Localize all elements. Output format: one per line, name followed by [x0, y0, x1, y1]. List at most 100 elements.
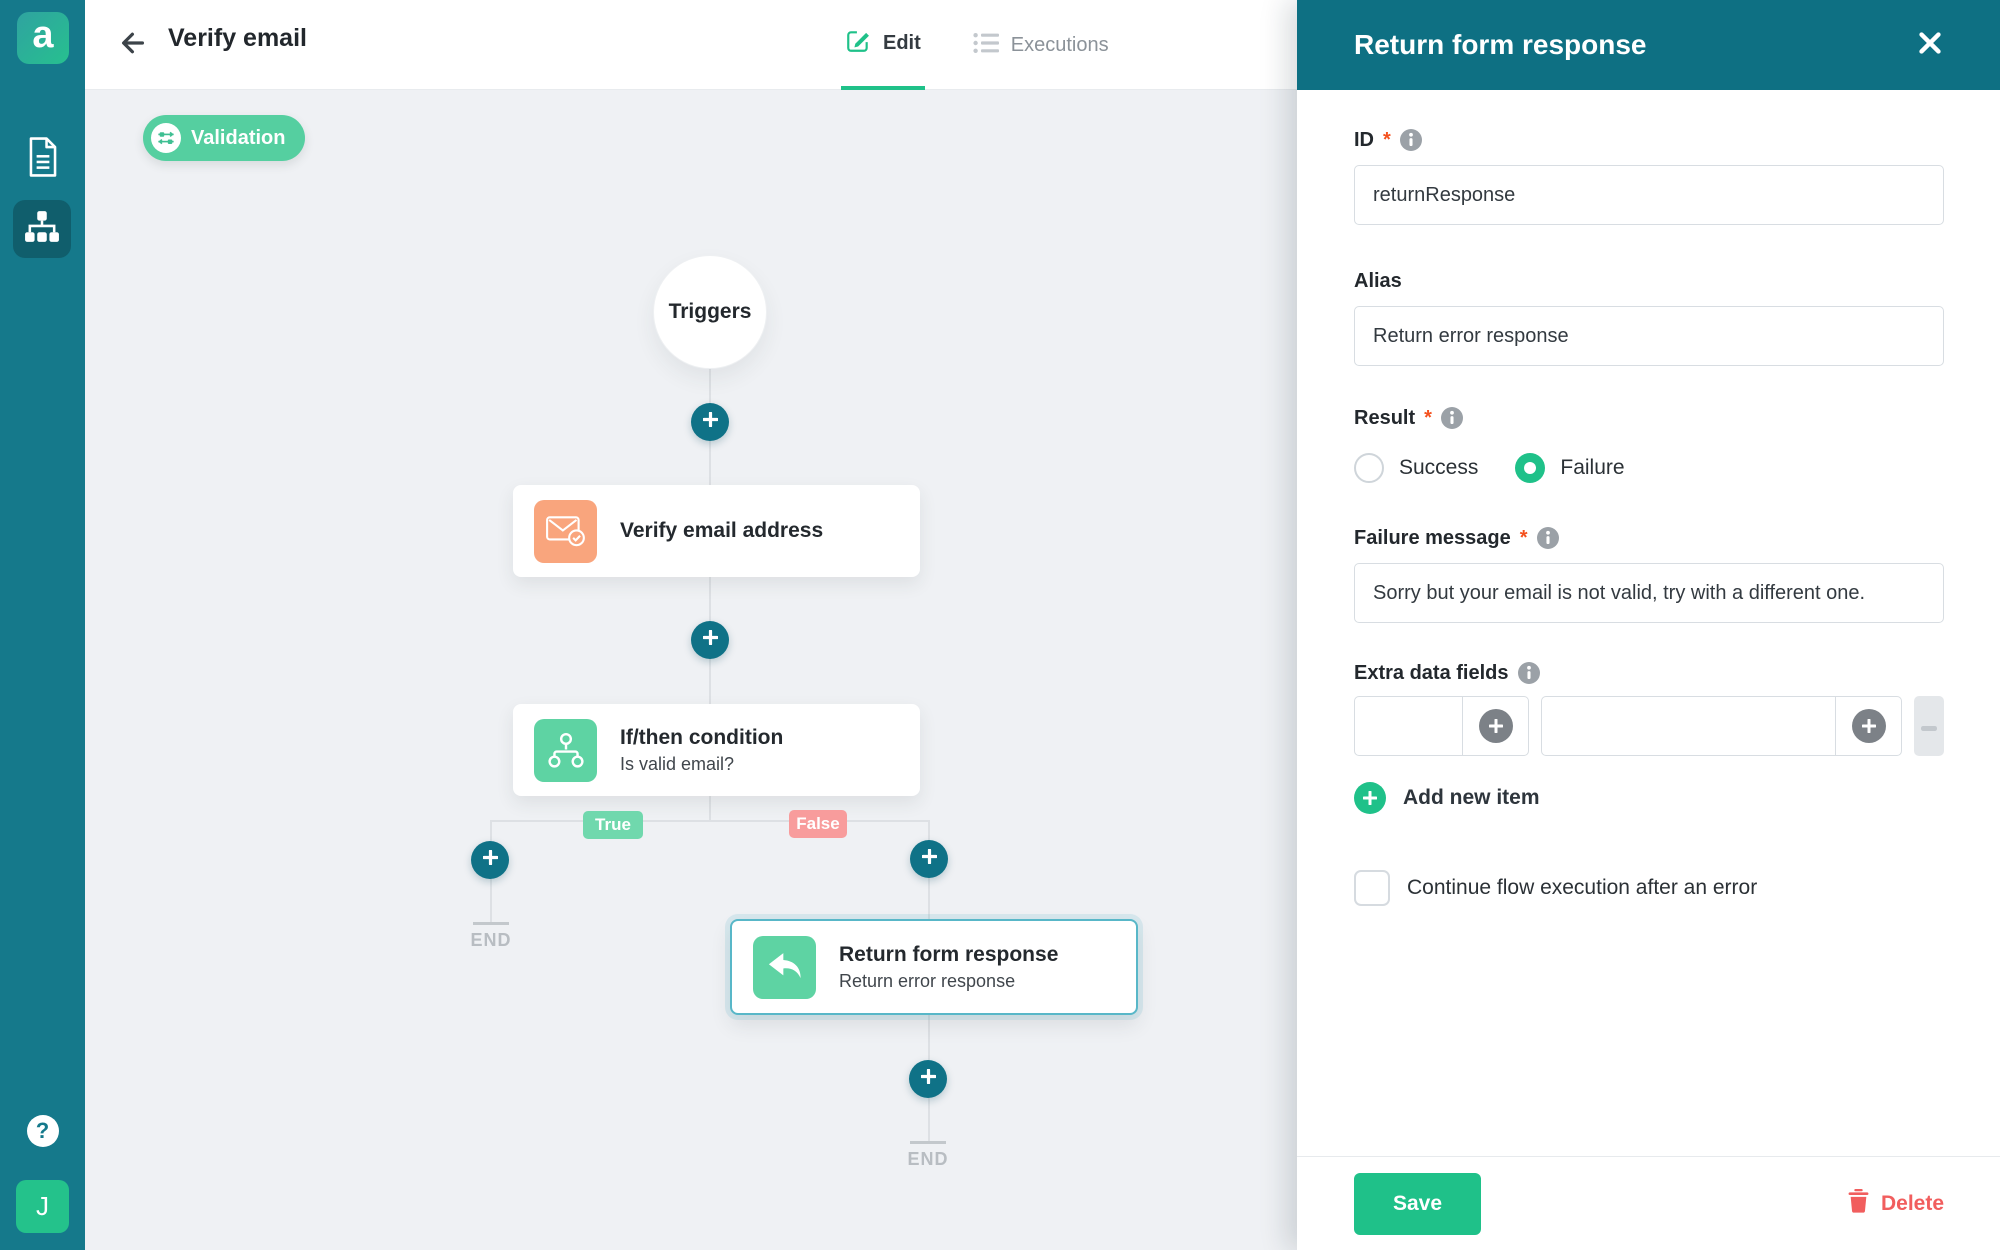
- list-icon: [973, 32, 999, 59]
- info-icon[interactable]: [1517, 662, 1540, 684]
- validation-sliders-icon: [151, 123, 181, 153]
- node-ifthen-condition[interactable]: If/then condition Is valid email?: [513, 704, 920, 796]
- app-sidebar: a ? J: [0, 0, 85, 1250]
- plus-icon: [481, 849, 499, 870]
- back-button[interactable]: [113, 25, 153, 65]
- info-icon[interactable]: [1440, 407, 1463, 429]
- failure-message-input[interactable]: [1354, 563, 1944, 623]
- extra-value-input[interactable]: [1542, 697, 1835, 755]
- add-step-button[interactable]: [471, 841, 509, 879]
- plus-icon: [701, 629, 719, 650]
- node-title: Verify email address: [620, 519, 824, 542]
- close-button[interactable]: [1915, 30, 1945, 60]
- radio-success[interactable]: [1354, 453, 1384, 483]
- help-button[interactable]: ?: [0, 1113, 85, 1149]
- panel-title: Return form response: [1354, 29, 1647, 60]
- result-radio-group: Success Failure: [1354, 452, 1944, 484]
- add-new-item-button[interactable]: Add new item: [1354, 782, 1944, 814]
- plus-icon: [919, 1068, 937, 1089]
- plus-circle-icon: [1354, 782, 1386, 814]
- user-avatar[interactable]: J: [16, 1180, 69, 1233]
- continue-flow-checkbox[interactable]: [1354, 870, 1390, 906]
- alias-input[interactable]: [1354, 306, 1944, 366]
- tab-edit[interactable]: Edit: [841, 0, 925, 90]
- end-label: END: [470, 930, 512, 950]
- info-icon[interactable]: [1399, 129, 1422, 151]
- node-return-form-response-selected[interactable]: Return form response Return error respon…: [730, 919, 1138, 1015]
- sitemap-icon: [24, 210, 60, 249]
- add-step-button[interactable]: [691, 621, 729, 659]
- panel-footer: Save Delete: [1297, 1156, 2000, 1250]
- remove-item-button[interactable]: [1914, 696, 1944, 756]
- branch-true-label: True: [583, 811, 643, 839]
- node-verify-email[interactable]: Verify email address: [513, 485, 920, 577]
- add-step-button[interactable]: [909, 1060, 947, 1098]
- sidebar-item-flows-active[interactable]: [13, 200, 71, 258]
- add-step-button[interactable]: [910, 840, 948, 878]
- connector-line: [709, 796, 711, 822]
- end-marker: [910, 1141, 946, 1144]
- info-icon[interactable]: [1536, 527, 1559, 549]
- end-marker: [473, 922, 509, 925]
- tab-executions[interactable]: Executions: [969, 0, 1113, 90]
- node-subtitle: Is valid email?: [620, 753, 735, 774]
- extra-data-row: [1354, 696, 1944, 756]
- radio-failure-selected[interactable]: [1515, 453, 1546, 483]
- plus-icon: [701, 411, 719, 432]
- view-tabs: Edit Executions: [841, 0, 1113, 90]
- condition-branch-icon: [534, 718, 597, 782]
- document-icon: [26, 136, 60, 183]
- branch-false-label: False: [789, 810, 847, 838]
- id-field-label: ID*: [1354, 128, 1944, 152]
- panel-header: Return form response: [1297, 0, 2000, 90]
- extra-key-variable-cell: [1462, 697, 1528, 755]
- delete-button[interactable]: Delete: [1848, 1189, 1944, 1218]
- extra-key-input[interactable]: [1355, 697, 1462, 755]
- page-title: Verify email: [168, 24, 307, 52]
- triggers-node[interactable]: Triggers: [653, 255, 767, 369]
- email-check-icon: [534, 499, 597, 563]
- node-title: Return form response: [839, 942, 1059, 966]
- top-toolbar: Verify email Edit Executions: [85, 0, 1297, 90]
- avatar-letter: J: [36, 1191, 49, 1221]
- alias-field-label: Alias: [1354, 269, 1402, 292]
- edit-pencil-icon: [845, 28, 871, 59]
- arrow-left-icon: [118, 28, 148, 63]
- panel-body: ID* Alias Result* Success Failure Failur…: [1297, 90, 2000, 1156]
- tab-executions-label: Executions: [1010, 33, 1109, 56]
- logo-letter: a: [32, 14, 54, 56]
- extra-value-group: [1541, 696, 1902, 756]
- node-title: If/then condition: [620, 725, 784, 749]
- continue-flow-label: Continue flow execution after an error: [1407, 876, 1758, 899]
- continue-flow-row: Continue flow execution after an error: [1354, 870, 1944, 906]
- insert-variable-button[interactable]: [1851, 709, 1886, 743]
- radio-success-label: Success: [1399, 456, 1479, 479]
- extra-key-group: [1354, 696, 1529, 756]
- result-field-label: Result*: [1354, 406, 1944, 430]
- extra-value-variable-cell: [1835, 697, 1901, 755]
- add-new-item-label: Add new item: [1403, 786, 1540, 809]
- end-label: END: [907, 1149, 949, 1169]
- add-step-button[interactable]: [691, 403, 729, 441]
- close-icon: [1917, 30, 1943, 61]
- help-icon: ?: [26, 1115, 59, 1147]
- step-settings-panel: Return form response ID* Alias Result*: [1297, 0, 2000, 1250]
- trash-icon: [1848, 1189, 1869, 1218]
- app-logo[interactable]: a: [17, 12, 69, 64]
- flow-type-badge[interactable]: Validation: [143, 115, 306, 161]
- save-button[interactable]: Save: [1354, 1172, 1481, 1235]
- flow-type-label: Validation: [191, 126, 286, 149]
- insert-variable-button[interactable]: [1478, 709, 1513, 743]
- extra-data-fields-label: Extra data fields: [1354, 661, 1944, 685]
- failure-message-label: Failure message*: [1354, 526, 1944, 550]
- branch-line: [490, 820, 930, 822]
- sidebar-item-forms[interactable]: [0, 134, 85, 184]
- plus-icon: [920, 848, 938, 869]
- delete-label: Delete: [1880, 1191, 1944, 1215]
- radio-failure-label: Failure: [1560, 456, 1625, 479]
- flow-canvas[interactable]: Validation Triggers Veri: [85, 90, 1297, 1250]
- tab-edit-label: Edit: [883, 31, 921, 54]
- id-input[interactable]: [1354, 165, 1944, 225]
- node-subtitle: Return error response: [839, 970, 1016, 991]
- minus-icon: [1921, 719, 1937, 734]
